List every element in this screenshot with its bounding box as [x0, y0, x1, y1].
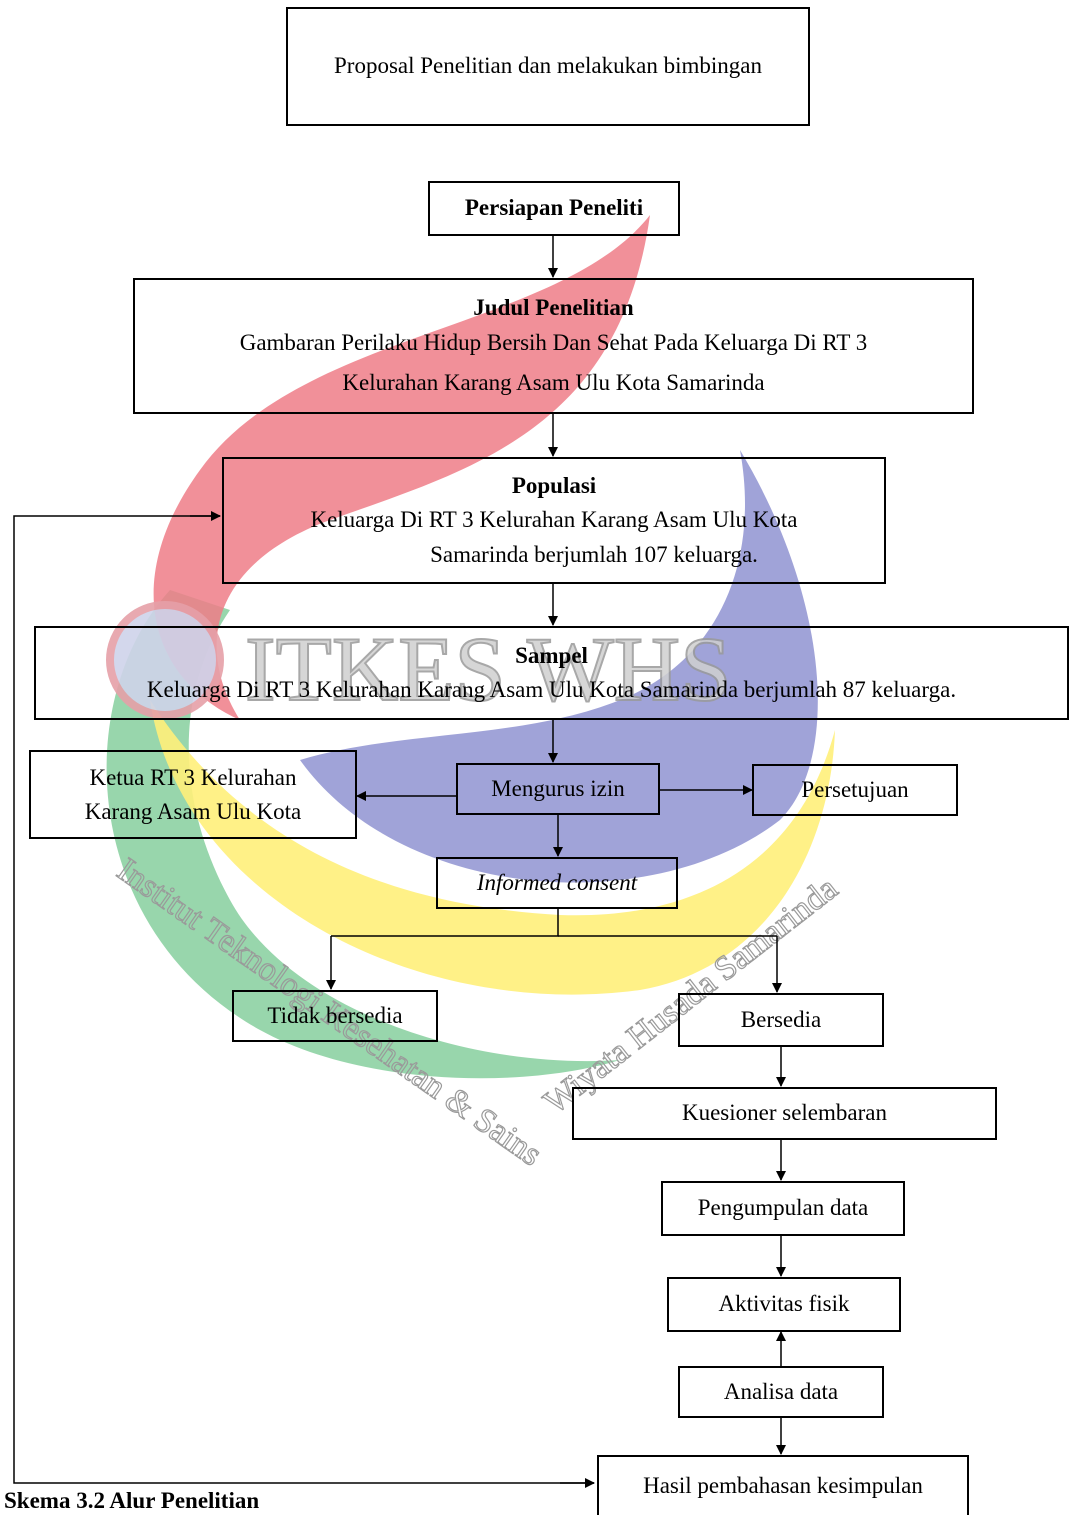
tidak-bersedia-text: Tidak bersedia	[267, 1002, 403, 1028]
mengurus-izin-text: Mengurus izin	[491, 775, 625, 801]
persetujuan-box: Persetujuan	[752, 764, 958, 816]
kuesioner-box: Kuesioner selembaran	[572, 1087, 997, 1140]
proposal-box: Proposal Penelitian dan melakukan bimbin…	[286, 7, 810, 126]
pengumpulan-box: Pengumpulan data	[661, 1181, 905, 1236]
persetujuan-text: Persetujuan	[801, 776, 909, 802]
logo-red-swoosh	[153, 215, 650, 720]
pengumpulan-text: Pengumpulan data	[697, 1195, 869, 1221]
logo-yellow-swoosh	[150, 700, 835, 995]
sampel-box: Sampel Keluarga Di RT 3 Kelurahan Karang…	[34, 626, 1069, 720]
logo-globe-ring	[106, 601, 224, 719]
ketua-rt-line2: Karang Asam Ulu Kota	[84, 798, 302, 824]
ketua-rt-box: Ketua RT 3 Kelurahan Karang Asam Ulu Kot…	[29, 750, 357, 839]
kuesioner-text: Kuesioner selembaran	[681, 1100, 887, 1126]
judul-line1: Gambaran Perilaku Hidup Bersih Dan Sehat…	[239, 329, 868, 355]
tidak-bersedia-box: Tidak bersedia	[232, 990, 438, 1042]
branch-consent	[331, 909, 559, 937]
persiapan-text: Persiapan Peneliti	[464, 195, 644, 221]
persiapan-box: Persiapan Peneliti	[428, 181, 680, 236]
hasil-box: Hasil pembahasan kesimpulan	[597, 1455, 969, 1515]
populasi-line2: Samarinda berjumlah 107 keluarga.	[430, 541, 758, 567]
feedback-loop-line	[13, 515, 594, 1484]
populasi-box: Populasi Keluarga Di RT 3 Kelurahan Kara…	[222, 457, 886, 584]
proposal-text: Proposal Penelitian dan melakukan bimbin…	[334, 53, 762, 79]
bersedia-text: Bersedia	[740, 1006, 822, 1032]
bersedia-box: Bersedia	[678, 993, 884, 1047]
sampel-line1: Keluarga Di RT 3 Kelurahan Karang Asam U…	[146, 677, 957, 702]
hasil-text: Hasil pembahasan kesimpulan	[643, 1472, 923, 1498]
logo-blue-swoosh	[300, 450, 818, 883]
informed-consent-box: Informed consent	[436, 857, 678, 909]
analisa-text: Analisa data	[723, 1378, 839, 1404]
sampel-title: Sampel	[515, 642, 588, 668]
populasi-line1: Keluarga Di RT 3 Kelurahan Karang Asam U…	[310, 507, 798, 533]
diagram-caption: Skema 3.2 Alur Penelitian	[4, 1488, 260, 1513]
mengurus-izin-box: Mengurus izin	[456, 763, 660, 815]
judul-box: Judul Penelitian Gambaran Perilaku Hidup…	[133, 278, 974, 414]
ketua-rt-line1: Ketua RT 3 Kelurahan	[89, 765, 297, 791]
judul-line2: Kelurahan Karang Asam Ulu Kota Samarinda	[342, 370, 765, 396]
logo-brand-text: ITKES WHS	[245, 618, 731, 720]
informed-consent-text: Informed consent	[476, 869, 638, 895]
aktivitas-text: Aktivitas fisik	[718, 1291, 850, 1317]
analisa-box: Analisa data	[678, 1366, 884, 1418]
logo-green-swoosh	[106, 590, 621, 1079]
judul-title: Judul Penelitian	[473, 295, 634, 321]
populasi-title: Populasi	[511, 472, 597, 498]
aktivitas-box: Aktivitas fisik	[667, 1277, 901, 1332]
